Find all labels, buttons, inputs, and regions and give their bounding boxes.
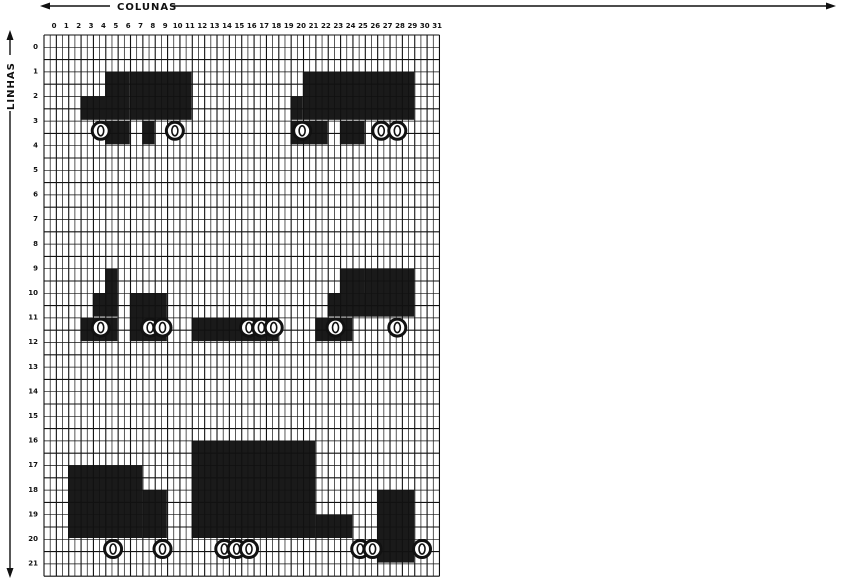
- column-label: 11: [185, 22, 195, 30]
- column-label: 23: [333, 22, 343, 30]
- row-label: 7: [33, 215, 38, 223]
- column-label: 0: [52, 22, 57, 30]
- filled-block: [192, 441, 316, 538]
- column-label: 25: [358, 22, 368, 30]
- row-label: 4: [33, 141, 38, 149]
- wheel-icon: [373, 122, 390, 139]
- filled-block: [303, 72, 328, 120]
- column-label: 5: [113, 22, 118, 30]
- column-label: 31: [432, 22, 442, 30]
- column-label: 7: [138, 22, 143, 30]
- wheel-icon: [294, 122, 311, 139]
- wheel-icon: [92, 122, 109, 139]
- wheel-icon: [327, 319, 344, 336]
- column-label: 17: [259, 22, 269, 30]
- row-label: 18: [28, 486, 38, 494]
- row-label: 10: [28, 289, 38, 297]
- wheel-icon: [92, 319, 109, 336]
- wheel-icon: [265, 319, 282, 336]
- wheel-icon: [105, 541, 122, 558]
- row-label: 5: [33, 166, 38, 174]
- column-label: 19: [284, 22, 294, 30]
- column-label: 15: [234, 22, 244, 30]
- row-label: 0: [33, 43, 38, 51]
- column-label: 9: [163, 22, 168, 30]
- row-label: 6: [33, 191, 38, 199]
- column-label: 8: [150, 22, 155, 30]
- column-label: 30: [420, 22, 430, 30]
- column-label: 10: [173, 22, 183, 30]
- filled-block: [105, 72, 130, 120]
- arrow-down-icon: [7, 568, 14, 578]
- wheel-icon: [166, 122, 183, 139]
- column-label: 26: [370, 22, 380, 30]
- wheel-icon: [154, 541, 171, 558]
- filled-cells-layer: [68, 72, 414, 563]
- column-label: 21: [309, 22, 319, 30]
- column-label: 13: [210, 22, 220, 30]
- filled-block: [130, 72, 192, 120]
- row-label: 2: [33, 92, 38, 100]
- column-label: 6: [126, 22, 131, 30]
- filled-block: [142, 490, 167, 538]
- row-label: 1: [33, 68, 38, 76]
- rows-title: LINHAS: [6, 62, 17, 110]
- row-label: 14: [28, 387, 38, 395]
- columns-header: COLUNAS: [40, 2, 836, 13]
- column-label: 1: [64, 22, 69, 30]
- columns-title: COLUNAS: [117, 2, 177, 13]
- column-label: 29: [408, 22, 418, 30]
- row-label: 3: [33, 117, 38, 125]
- column-label: 22: [321, 22, 331, 30]
- wheel-icon: [414, 541, 431, 558]
- row-label: 8: [33, 240, 38, 248]
- column-label: 2: [76, 22, 81, 30]
- arrow-up-icon: [7, 30, 14, 40]
- rows-header: LINHAS: [4, 30, 17, 578]
- column-label: 18: [272, 22, 282, 30]
- column-label: 3: [89, 22, 94, 30]
- wheel-icon: [389, 319, 406, 336]
- wheel-icon: [241, 541, 258, 558]
- column-label: 14: [222, 22, 232, 30]
- filled-block: [93, 293, 118, 317]
- row-label: 19: [28, 510, 38, 518]
- column-label: 28: [395, 22, 405, 30]
- column-label: 16: [247, 22, 257, 30]
- filled-block: [365, 268, 414, 316]
- row-label: 16: [28, 437, 38, 445]
- wheel-icon: [154, 319, 171, 336]
- filled-block: [290, 96, 302, 120]
- column-label: 12: [197, 22, 207, 30]
- filled-block: [80, 96, 105, 120]
- row-label: 13: [28, 363, 38, 371]
- row-label: 12: [28, 338, 38, 346]
- row-label: 21: [28, 560, 38, 568]
- column-label: 4: [101, 22, 106, 30]
- row-label: 17: [28, 461, 38, 469]
- row-label: 20: [28, 535, 38, 543]
- arrow-left-icon: [40, 3, 50, 10]
- wheel-icon: [364, 541, 381, 558]
- row-label: 9: [33, 264, 38, 272]
- arrow-right-icon: [826, 3, 836, 10]
- row-label: 11: [28, 314, 38, 322]
- column-label: 27: [383, 22, 393, 30]
- filled-block: [142, 121, 154, 145]
- row-label: 15: [28, 412, 38, 420]
- column-label: 20: [296, 22, 306, 30]
- filled-block: [340, 121, 365, 145]
- column-label: 24: [346, 22, 356, 30]
- wheel-icon: [389, 122, 406, 139]
